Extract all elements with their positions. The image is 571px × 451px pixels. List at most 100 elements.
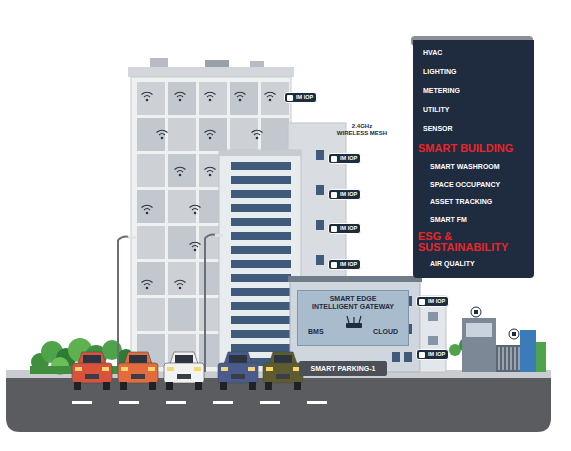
parking-gate-part: [474, 310, 478, 314]
parking-gate-part: [462, 318, 496, 372]
wifi-icons-part-part: [177, 96, 183, 98]
wifi-icons-part-part: [175, 167, 186, 169]
cars-part: [231, 374, 245, 379]
road-part: [307, 401, 327, 404]
wifi-icons-part: [175, 92, 186, 101]
wifi-icons-part-part: [269, 99, 272, 102]
cars-part: [120, 382, 127, 390]
category-heading: SMART BUILDING: [413, 138, 531, 158]
annex-building-part: [316, 220, 324, 230]
gateway-building-part: [288, 276, 422, 282]
street-lamps-part: [215, 234, 223, 237]
tag-text: IM IOP: [428, 298, 445, 305]
annex-building-part: [316, 255, 324, 265]
wifi-icons-part-part: [207, 96, 213, 98]
cars-part: [274, 355, 292, 363]
feature-item: UTILITY: [413, 100, 531, 119]
feature-item: LIGHTING: [413, 62, 531, 81]
parking-gate-part: [512, 332, 516, 336]
street-lamps: [118, 234, 223, 372]
cars-part: [121, 367, 128, 371]
wifi-icons-part-part: [239, 99, 242, 102]
middle-building-part: [219, 150, 301, 156]
wifi-icons-part-part: [194, 212, 197, 215]
cars-part: [170, 352, 198, 364]
device-tag: IM IOP: [416, 296, 449, 307]
wifi-icons-part-part: [144, 284, 150, 286]
tall-building-part: [199, 82, 227, 115]
cars-part: [276, 374, 290, 379]
parking-gate-part: [498, 347, 499, 370]
cars-part: [221, 367, 228, 371]
wifi-icons-part-part: [142, 280, 153, 282]
wifi-icons-part-part: [144, 96, 150, 98]
tag-text: IM IOP: [340, 191, 357, 198]
cars-part: [103, 382, 110, 390]
middle-building-part: [231, 190, 291, 198]
wifi-icons-part-part: [179, 174, 182, 177]
device-tag: IM IOP: [416, 349, 449, 360]
parking-gate-part: [536, 342, 546, 372]
wifi-icons-part-part: [177, 171, 183, 173]
tag-text: IM IOP: [340, 225, 357, 232]
wifi-icons-part: [142, 205, 153, 214]
cars-part: [166, 382, 173, 390]
router-icon: [344, 315, 364, 329]
wifi-icons-part-part: [142, 205, 153, 207]
wifi-icons-part-part: [175, 280, 186, 282]
side-building: [420, 296, 446, 372]
cars-part: [149, 382, 156, 390]
parking-gate: [449, 307, 546, 372]
cars-part: [195, 382, 202, 390]
wifi-icons-part-part: [146, 287, 149, 290]
wifi-icons-part-part: [179, 99, 182, 102]
wifi-icons-part: [190, 205, 201, 214]
feature-item: ASSET TRACKING: [413, 193, 531, 211]
tall-building-part: [137, 118, 165, 151]
feature-item: SPACE OCCUPANCY: [413, 176, 531, 194]
cars-part: [248, 367, 255, 371]
road-part: [166, 401, 186, 404]
wifi-icons-part: [142, 280, 153, 289]
wifi-icons-part-part: [256, 137, 259, 140]
wifi-icons-part: [205, 130, 216, 139]
middle-building-part: [231, 204, 291, 212]
road-part: [6, 378, 551, 432]
middle-building-part: [231, 162, 291, 170]
wifi-icons-part: [157, 130, 168, 139]
cars-part: [102, 367, 109, 371]
feature-item: SMART FM: [413, 211, 531, 229]
tag-text: IM IOP: [428, 351, 445, 358]
side-building-part: [428, 336, 438, 345]
tall-building-part: [137, 190, 165, 223]
tall-building-part: [168, 298, 196, 331]
wifi-icons-part: [205, 167, 216, 176]
middle-building-part: [231, 330, 291, 338]
gateway-box: SMART EDGE INTELLIGENT GATEWAYBMSCLOUD: [297, 290, 409, 346]
wifi-icons-part-part: [267, 96, 273, 98]
tall-building-part: [137, 82, 165, 115]
cars-part: [148, 367, 155, 371]
wifi-icons-part-part: [179, 287, 182, 290]
annex-building-part: [316, 150, 324, 160]
tall-building-part: [137, 154, 165, 187]
feature-item: AIR QUALITY: [413, 255, 531, 273]
wifi-icons-part-part: [192, 209, 198, 211]
tall-building-part: [128, 67, 294, 77]
wifi-icons-part-part: [175, 92, 186, 94]
wifi-icons-part-part: [265, 92, 276, 94]
wifi-icons-part: [235, 92, 246, 101]
wifi-icons-part-part: [252, 130, 263, 132]
middle-building-part: [231, 316, 291, 324]
wifi-icons-part: [175, 280, 186, 289]
wifi-icons-part-part: [190, 205, 201, 207]
middle-building-part: [231, 218, 291, 226]
cars-part: [294, 382, 301, 390]
side-building-part: [428, 312, 438, 321]
middle-building-part: [231, 232, 291, 240]
cars-part: [85, 374, 99, 379]
parking-sign: SMART PARKING-1: [299, 361, 387, 376]
category-heading: ESG & SUSTAINABILITY: [413, 231, 531, 253]
network-label: 2.4GHz WIRELESS MESH: [336, 123, 388, 137]
cars-part: [75, 367, 82, 371]
